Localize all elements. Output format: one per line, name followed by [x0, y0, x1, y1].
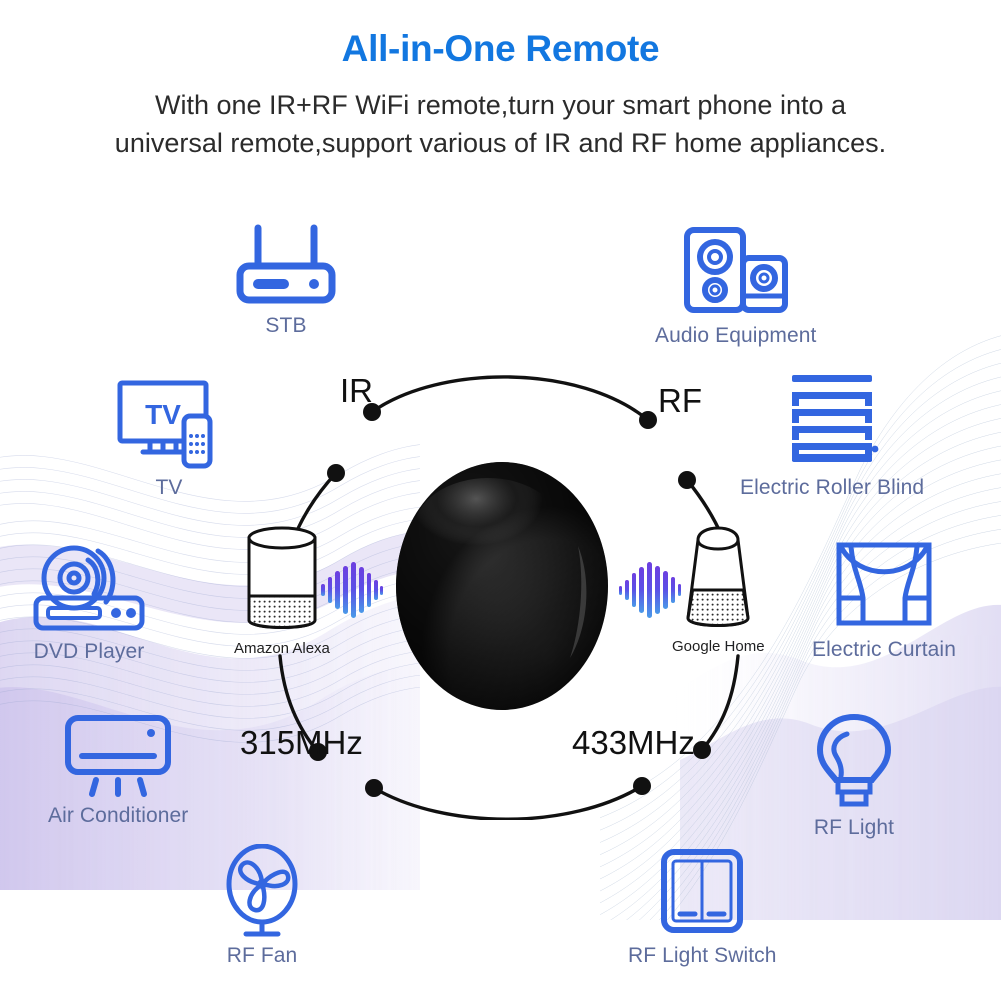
- arc-dot-ir-lower: [327, 464, 345, 482]
- device-label-rf-light: RF Light: [813, 816, 895, 839]
- device-electric-curtain[interactable]: Electric Curtain: [812, 540, 956, 662]
- label-433mhz: 433MHz: [572, 724, 695, 761]
- amazon-echo-speaker-icon: [247, 526, 317, 629]
- device-rf-light[interactable]: RF Light: [810, 712, 898, 840]
- roller-blind-icon: [784, 370, 880, 470]
- device-label-electric-roller-blind: Electric Roller Blind: [740, 476, 925, 499]
- device-label-tv: TV: [155, 476, 183, 499]
- arc-dot-315-upper: [309, 743, 327, 761]
- arc-dot-rf-top: [639, 411, 657, 429]
- device-air-conditioner[interactable]: Air Conditioner: [48, 712, 188, 828]
- google-home-label-part1: Google: [672, 638, 725, 655]
- svg-text:TV: TV: [145, 399, 181, 430]
- device-tv[interactable]: TV TV: [114, 378, 224, 500]
- assistant-amazon-alexa[interactable]: Amazon Alexa: [234, 520, 330, 657]
- device-label-air-conditioner: Air Conditioner: [48, 804, 189, 827]
- set-top-box-icon: [234, 224, 338, 308]
- central-remote-hub-device[interactable]: [392, 452, 612, 714]
- arc-dot-ir-top: [363, 403, 381, 421]
- fan-icon: [220, 843, 304, 938]
- arc-dot-315-lower: [365, 779, 383, 797]
- arc-dot-rf-lower: [678, 471, 696, 489]
- curtain-icon: [831, 540, 937, 632]
- device-label-rf-fan: RF Fan: [226, 944, 298, 967]
- page-title: All-in-One Remote: [341, 28, 660, 69]
- subtitle-line-2: universal remote,support various of IR a…: [114, 128, 887, 159]
- subtitle-line-1: With one IR+RF WiFi remote,turn your sma…: [154, 90, 846, 120]
- assistant-label-alexa: Amazon Alexa: [234, 640, 330, 657]
- google-home-speaker-icon: [686, 526, 750, 627]
- label-rf: RF: [658, 382, 702, 419]
- device-rf-fan[interactable]: RF Fan: [220, 843, 304, 968]
- tv-icon: TV: [114, 378, 224, 470]
- arc-dot-433-upper: [693, 741, 711, 759]
- device-electric-roller-blind[interactable]: Electric Roller Blind: [740, 370, 924, 500]
- device-label-stb: STB: [265, 314, 307, 337]
- sound-wave-right-icon: [619, 562, 681, 618]
- air-conditioner-icon: [60, 712, 176, 798]
- device-label-rf-light-switch: RF Light Switch: [628, 944, 777, 967]
- device-dvd-player[interactable]: DVD Player: [28, 538, 150, 664]
- speakers-icon: [681, 226, 791, 318]
- light-switch-icon: [656, 848, 748, 938]
- light-bulb-icon: [810, 712, 898, 810]
- assistant-google-home[interactable]: Google Home: [672, 518, 765, 655]
- device-label-dvd-player: DVD Player: [33, 640, 145, 663]
- page-subtitle: With one IR+RF WiFi remote,turn your sma…: [51, 70, 951, 163]
- google-home-label-part2: Home: [724, 638, 765, 655]
- label-ir: IR: [340, 372, 373, 409]
- device-audio-equipment[interactable]: Audio Equipment: [655, 226, 816, 348]
- device-label-electric-curtain: Electric Curtain: [812, 638, 956, 661]
- dvd-player-icon: [28, 538, 150, 634]
- sound-wave-left-icon: [321, 562, 383, 618]
- arc-dot-433-lower: [633, 777, 651, 795]
- device-rf-light-switch[interactable]: RF Light Switch: [628, 848, 777, 968]
- label-315mhz: 315MHz: [240, 724, 363, 761]
- device-stb[interactable]: STB: [234, 224, 338, 338]
- header-block: All-in-One Remote With one IR+RF WiFi re…: [0, 0, 1001, 163]
- device-label-audio-equipment: Audio Equipment: [655, 324, 817, 347]
- assistant-label-google-home: Google Home: [672, 638, 765, 655]
